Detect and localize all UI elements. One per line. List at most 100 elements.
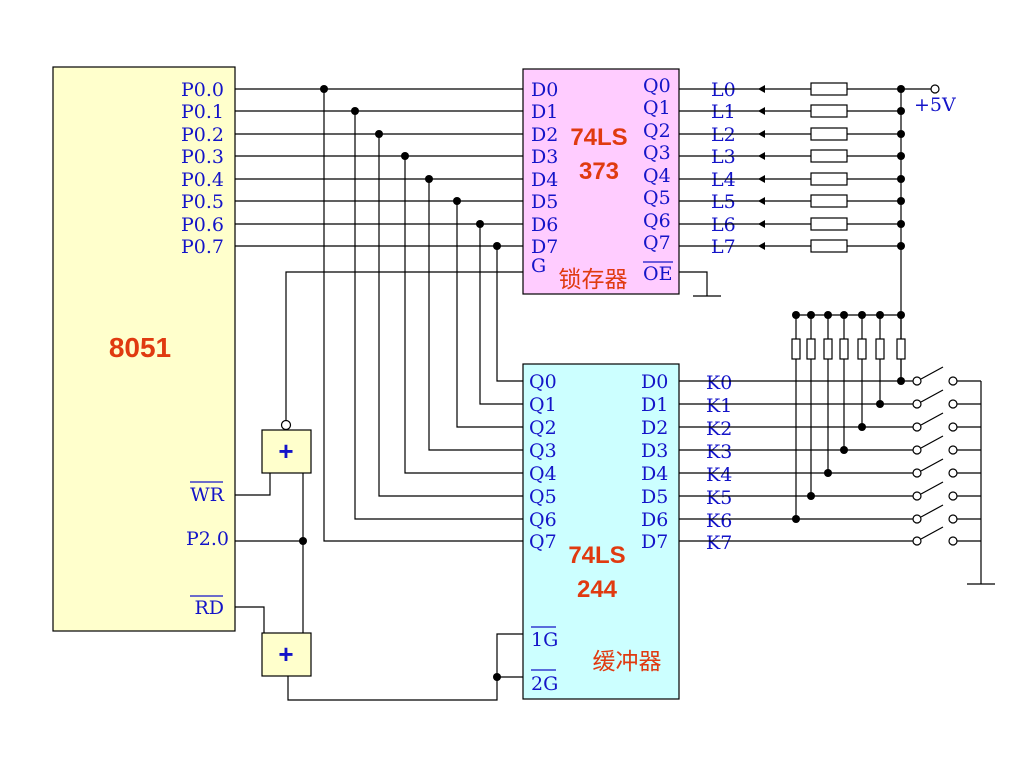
mcu-rd-label: RD (194, 597, 224, 619)
latch-q2-pin: Q2 (643, 120, 671, 142)
junction-dot (453, 197, 461, 205)
or-gate-read-symbol: + (278, 639, 293, 669)
buffer-q5-pin: Q5 (529, 486, 557, 508)
key-label-k0: K0 (706, 372, 732, 394)
led-resistor (810, 104, 848, 118)
latch-subtitle: 锁存器 (559, 267, 628, 293)
junction-dot (792, 515, 800, 523)
switch-blade (920, 366, 944, 380)
pullup-resistor (791, 338, 801, 360)
latch-q6-pin: Q6 (643, 210, 671, 232)
or-gate-write-symbol: + (278, 436, 293, 466)
buffer-subtitle: 缓冲器 (593, 649, 662, 675)
led-label-l2: L2 (711, 124, 736, 146)
mcu-label: 8051 (109, 332, 171, 363)
latch-q1-pin: Q1 (643, 97, 671, 119)
led-arrow (758, 175, 765, 183)
junction-dot (897, 152, 905, 160)
or-gate-write (261, 429, 312, 474)
pullup-resistor (823, 338, 833, 360)
led-arrow (758, 197, 765, 205)
bus-tap-line (378, 134, 523, 497)
vcc-label: +5V (914, 94, 956, 116)
latch-q3-pin: Q3 (643, 142, 671, 164)
switch-contact (948, 399, 958, 409)
switch-contact (948, 514, 958, 524)
led-label-l1: L1 (711, 101, 736, 123)
led-resistor (810, 194, 848, 208)
buffer-d6-pin: D6 (641, 509, 668, 531)
latch-d0-pin: D0 (531, 79, 558, 101)
switch-contact (948, 422, 958, 432)
key-label-k5: K5 (706, 487, 732, 509)
junction-dot (897, 175, 905, 183)
pullup-resistor (857, 338, 867, 360)
latch-d3-pin: D3 (531, 146, 558, 168)
switch-contact (912, 376, 922, 386)
buffer-2g-pin: 2G (531, 673, 558, 695)
led-label-l3: L3 (711, 146, 736, 168)
switch-blade (920, 389, 944, 403)
pullup-resistor (896, 338, 906, 360)
led-arrow (758, 85, 765, 93)
mcu-p20-label: P2.0 (186, 528, 229, 550)
buffer-q3-pin: Q3 (529, 440, 557, 462)
latch-d2-pin: D2 (531, 124, 558, 146)
switch-contact (912, 514, 922, 524)
led-resistor (810, 82, 848, 96)
led-label-l5: L5 (711, 191, 736, 213)
mcu-port-p0-3: P0.3 (181, 146, 224, 168)
junction-dot (401, 152, 409, 160)
oe-ground-line (679, 271, 708, 296)
buffer-q2-pin: Q2 (529, 417, 557, 439)
switch-contact (948, 468, 958, 478)
switch-blade (920, 504, 944, 518)
key-label-k4: K4 (706, 464, 732, 486)
junction-dot (476, 220, 484, 228)
switch-blade (920, 435, 944, 449)
mcu-port-p0-2: P0.2 (181, 124, 224, 146)
bus-tap-line (479, 224, 523, 405)
key-label-k2: K2 (706, 418, 732, 440)
junction-dot (840, 446, 848, 454)
led-resistor (810, 127, 848, 141)
inverter-bubble (280, 419, 292, 431)
latch-d4-pin: D4 (531, 169, 558, 191)
switch-contact (948, 445, 958, 455)
buffer-name-line1: 74LS (568, 542, 625, 569)
junction-dot (807, 311, 815, 319)
mcu-port-p0-5: P0.5 (181, 191, 224, 213)
junction-dot (897, 107, 905, 115)
pullup-resistor (806, 338, 816, 360)
pullup-resistor (839, 338, 849, 360)
junction-dot (897, 377, 905, 385)
junction-dot (493, 242, 501, 250)
latch-74ls373-body (522, 68, 680, 295)
led-resistor (810, 217, 848, 231)
latch-d5-pin: D5 (531, 191, 558, 213)
switch-contact (912, 422, 922, 432)
junction-dot (299, 537, 307, 545)
buffer-74ls244-body (522, 363, 680, 700)
bus-tap-line (456, 201, 523, 428)
switch-contact (912, 445, 922, 455)
mcu-port-p0-7: P0.7 (181, 236, 224, 258)
junction-dot (375, 130, 383, 138)
led-arrow (758, 152, 765, 160)
bus-tap-line (404, 156, 523, 474)
led-arrow (758, 130, 765, 138)
rd-line (235, 606, 265, 633)
junction-dot (897, 130, 905, 138)
pullup-resistor (875, 338, 885, 360)
switch-blade (920, 458, 944, 472)
key-label-k6: K6 (706, 510, 732, 532)
led-label-l0: L0 (711, 79, 736, 101)
mcu-port-p0-6: P0.6 (181, 214, 224, 236)
led-arrow (758, 107, 765, 115)
switch-contact (912, 491, 922, 501)
